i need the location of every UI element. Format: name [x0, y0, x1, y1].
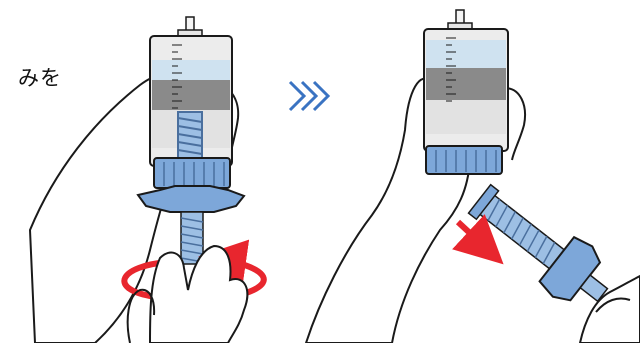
chevron-triple-right-icon — [290, 82, 328, 110]
cylinder-nozzle — [186, 17, 194, 31]
right-panel — [306, 10, 640, 343]
inner-spring — [178, 112, 202, 158]
left-panel — [30, 17, 264, 343]
cylinder-cap — [154, 158, 230, 188]
cylinder-liquid — [152, 60, 230, 80]
liquid-band — [152, 80, 230, 110]
arrow-down-right-icon — [458, 222, 486, 248]
right-cylinder-cap — [426, 146, 502, 174]
